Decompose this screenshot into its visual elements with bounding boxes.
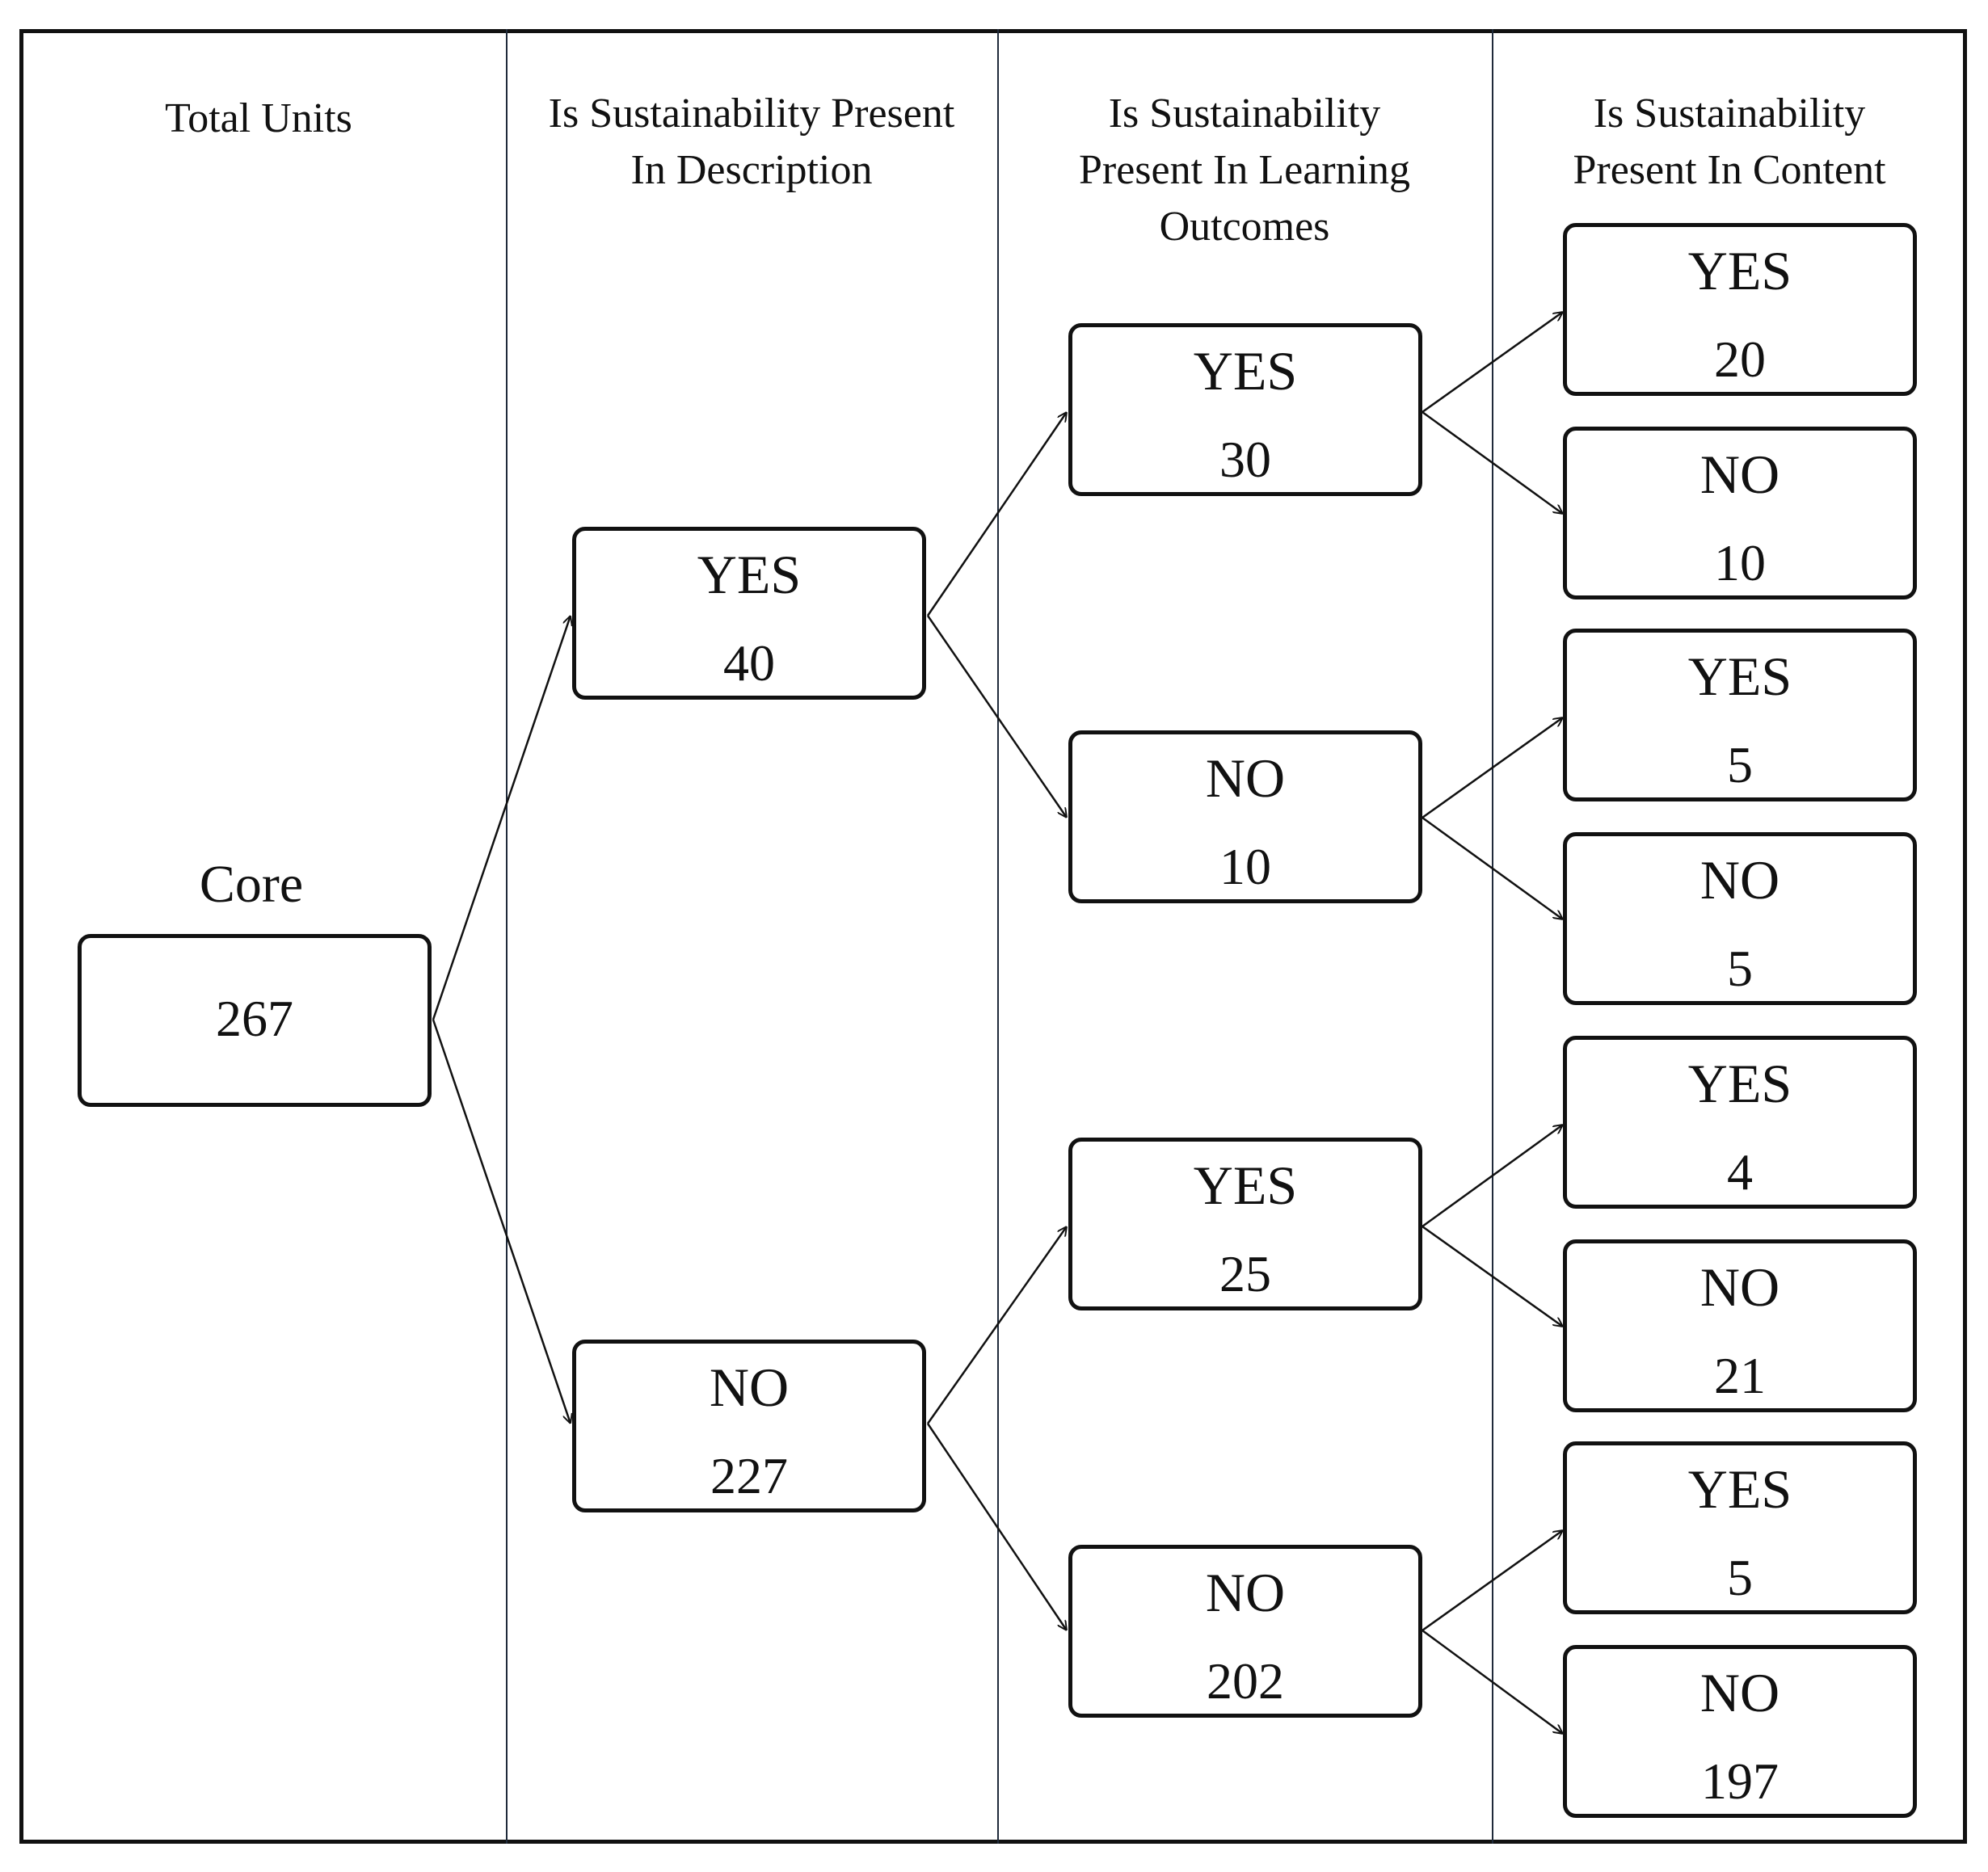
- node-label: NO: [1205, 1562, 1286, 1623]
- node-content-2: NO 10: [1563, 427, 1917, 599]
- node-value: 5: [1727, 736, 1753, 793]
- header-learning-outcomes-line-3: Outcomes: [1159, 204, 1330, 250]
- node-core: 267: [78, 934, 432, 1107]
- arrow-desc-yes-to-lo-no: [926, 615, 1067, 818]
- node-label: YES: [1687, 1053, 1792, 1114]
- node-label: YES: [1687, 646, 1792, 707]
- node-value: 30: [1219, 431, 1271, 488]
- node-label: NO: [709, 1357, 790, 1418]
- node-lo-no-no: NO 202: [1068, 1545, 1422, 1718]
- header-learning-outcomes-line-2: Present In Learning: [1078, 147, 1411, 193]
- header-learning-outcomes: Is Sustainability Present In Learning Ou…: [1002, 86, 1487, 255]
- arrow-desc-no-to-lo-no: [926, 1423, 1067, 1630]
- node-value: 10: [1714, 534, 1766, 591]
- node-lo-no-yes: YES 25: [1068, 1138, 1422, 1310]
- node-value: 21: [1714, 1347, 1766, 1404]
- header-description-line-2: In Description: [630, 147, 873, 193]
- node-description-yes: YES 40: [572, 527, 926, 700]
- node-description-no: NO 227: [572, 1340, 926, 1512]
- node-label: NO: [1205, 747, 1286, 809]
- node-content-5: YES 4: [1563, 1036, 1917, 1209]
- node-content-1: YES 20: [1563, 223, 1917, 396]
- arrow-core-to-desc-yes: [432, 616, 571, 1020]
- diagram-frame: [19, 29, 1967, 1844]
- node-label: NO: [1699, 444, 1780, 505]
- node-value: 5: [1727, 1549, 1753, 1606]
- node-label: NO: [1699, 1256, 1780, 1318]
- node-lo-yes-yes: YES 30: [1068, 323, 1422, 496]
- arrow-lo2-to-content-4: [1422, 816, 1563, 919]
- node-label: YES: [1193, 1155, 1298, 1216]
- arrow-lo2-to-content-3: [1422, 717, 1563, 819]
- header-total-units-text: Total Units: [165, 95, 352, 141]
- node-label: YES: [697, 544, 802, 605]
- column-divider-3: [1492, 29, 1493, 1844]
- node-content-8: NO 197: [1563, 1645, 1917, 1818]
- node-lo-yes-no: NO 10: [1068, 730, 1422, 903]
- column-divider-1: [506, 29, 508, 1844]
- node-value: 4: [1727, 1143, 1753, 1201]
- node-label: YES: [1193, 340, 1298, 402]
- node-value: 202: [1207, 1652, 1284, 1710]
- node-label: YES: [1687, 1458, 1792, 1520]
- node-content-3: YES 5: [1563, 629, 1917, 801]
- node-value: 197: [1701, 1752, 1779, 1810]
- arrow-lo3-to-content-5: [1422, 1125, 1563, 1228]
- node-value: 20: [1714, 330, 1766, 388]
- header-content-line-1: Is Sustainability: [1593, 90, 1866, 137]
- node-value: 40: [723, 634, 775, 692]
- arrow-lo4-to-content-7: [1422, 1530, 1563, 1632]
- node-core-value: 267: [216, 990, 293, 1047]
- header-content: Is Sustainability Present In Content: [1497, 86, 1962, 199]
- node-label: NO: [1699, 1662, 1780, 1723]
- node-value: 227: [710, 1447, 788, 1504]
- node-value: 10: [1219, 838, 1271, 895]
- node-value: 25: [1219, 1245, 1271, 1302]
- header-description-line-1: Is Sustainability Present: [548, 90, 955, 137]
- node-label: YES: [1687, 240, 1792, 301]
- node-content-4: NO 5: [1563, 832, 1917, 1005]
- header-learning-outcomes-line-1: Is Sustainability: [1108, 90, 1381, 137]
- header-description: Is Sustainability Present In Description: [511, 86, 992, 199]
- arrow-core-to-desc-no: [432, 1019, 571, 1424]
- node-label: NO: [1699, 849, 1780, 911]
- column-divider-2: [997, 29, 999, 1844]
- core-label: Core: [199, 855, 304, 914]
- node-value: 5: [1727, 940, 1753, 997]
- header-content-line-2: Present In Content: [1573, 147, 1886, 193]
- arrow-lo1-to-content-2: [1422, 410, 1563, 514]
- arrow-desc-no-to-lo-yes: [926, 1226, 1067, 1424]
- arrow-desc-yes-to-lo-yes: [926, 412, 1067, 616]
- node-content-7: YES 5: [1563, 1441, 1917, 1614]
- header-total-units: Total Units: [32, 90, 485, 147]
- node-content-6: NO 21: [1563, 1239, 1917, 1412]
- arrow-lo3-to-content-6: [1422, 1225, 1563, 1327]
- arrow-lo4-to-content-8: [1422, 1629, 1563, 1734]
- arrow-lo1-to-content-1: [1422, 312, 1563, 414]
